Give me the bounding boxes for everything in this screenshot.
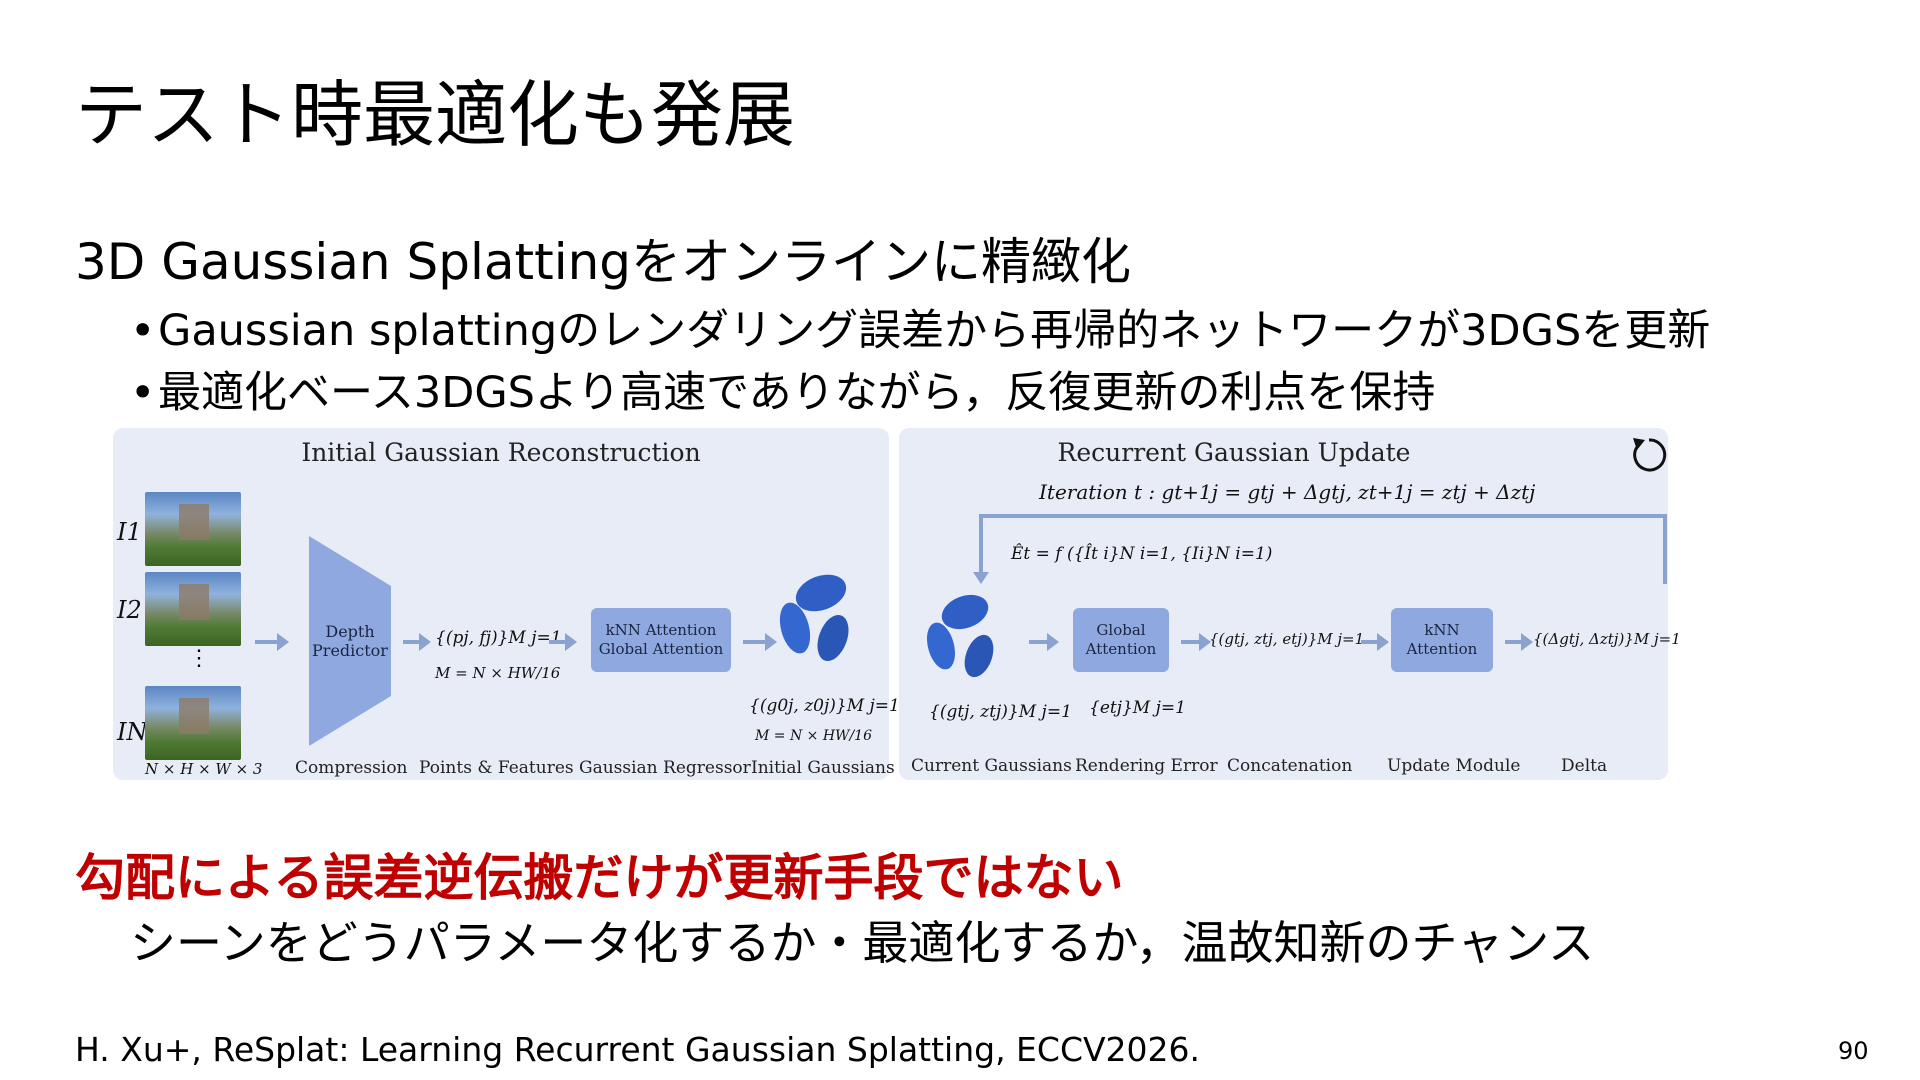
arrow-icon [1029, 633, 1059, 651]
global-attention-box: Global Attention [1073, 608, 1169, 672]
refresh-icon [1633, 438, 1667, 472]
feedback-line-left [979, 514, 983, 574]
arrow-icon [1361, 633, 1389, 651]
arrow-icon [1181, 633, 1211, 651]
caption-points-features: Points & Features [419, 758, 574, 778]
knn-global-attention-box: kNN Attention Global Attention [591, 608, 731, 672]
arrow-icon [1505, 633, 1533, 651]
down-arrow-icon [973, 572, 989, 584]
math-concatenation: {(gtj, ztj, etj)}M j=1 [1209, 630, 1365, 648]
math-initial-gaussians: {(g0j, z0j)}M j=1 [749, 696, 900, 716]
math-points-features: {(pj, fj)}M j=1 [435, 628, 562, 648]
depth-predictor-trapezoid [309, 536, 391, 746]
input-image-1 [145, 492, 241, 566]
slide-title: テスト時最適化も発展 [75, 73, 796, 157]
math-m-count: M = N × HW/16 [435, 664, 561, 682]
right-panel-title: Recurrent Gaussian Update [1057, 438, 1411, 467]
input-label-2: I2 [117, 596, 142, 624]
input-label-1: I1 [117, 518, 142, 546]
input-label-n: IN [117, 718, 148, 746]
caption-initial-gaussians: Initial Gaussians [751, 758, 895, 778]
ellipsis-icon: ⋮ [188, 646, 210, 671]
arrow-icon [743, 633, 777, 651]
architecture-figure: Initial Gaussian Reconstruction I1 I2 IN… [113, 428, 1681, 780]
slide-heading: 3D Gaussian Splattingをオンラインに精緻化 [75, 233, 1132, 291]
caption-update-module: Update Module [1387, 756, 1521, 776]
caption-compression: Compression [295, 758, 408, 778]
initial-reconstruction-panel: Initial Gaussian Reconstruction I1 I2 IN… [113, 428, 900, 780]
initial-gaussians-icon [779, 574, 849, 662]
current-gaussians-icon [926, 594, 994, 678]
depth-predictor-label: Depth Predictor [312, 622, 388, 660]
math-iteration-update: Iteration t : gt+1j = gtj + Δgtj, zt+1j … [1039, 480, 1536, 504]
caption-gaussian-regressor: Gaussian Regressor [579, 758, 751, 778]
caption-concatenation: Concatenation [1227, 756, 1353, 776]
subtext: シーンをどうパラメータ化するか・最適化するか，温故知新のチャンス [130, 916, 1595, 970]
math-rendering-error-fn: Êt = f ({Ît i}N i=1, {Ii}N i=1) [1011, 544, 1273, 564]
feedback-line-right [1663, 514, 1667, 584]
math-initial-m: M = N × HW/16 [755, 728, 872, 744]
input-shape: N × H × W × 3 [145, 760, 263, 778]
bullet-list: Gaussian splattingのレンダリング誤差から再帰的ネットワークが3… [130, 300, 1710, 424]
page-number: 90 [1838, 1037, 1869, 1065]
caption-rendering-error: Rendering Error [1075, 756, 1218, 776]
emphasis-text: 勾配による誤差逆伝搬だけが更新手段ではない [75, 849, 1124, 907]
caption-current-gaussians: Current Gaussians [911, 756, 1072, 776]
math-rendering-error: {etj}M j=1 [1089, 698, 1186, 718]
math-current-gaussians: {(gtj, ztj)}M j=1 [929, 702, 1072, 722]
input-image-n [145, 686, 241, 760]
feedback-line-top [979, 514, 1667, 518]
knn-attention-box: kNN Attention [1391, 608, 1493, 672]
arrow-icon [549, 633, 577, 651]
input-image-2 [145, 572, 241, 646]
bullet-item: Gaussian splattingのレンダリング誤差から再帰的ネットワークが3… [130, 300, 1710, 362]
left-panel-title: Initial Gaussian Reconstruction [301, 438, 701, 467]
recurrent-update-panel: Recurrent Gaussian Update Iteration t : … [899, 428, 1681, 780]
arrow-icon [403, 633, 431, 651]
caption-delta: Delta [1561, 756, 1608, 776]
citation: H. Xu+, ReSplat: Learning Recurrent Gaus… [75, 1030, 1201, 1069]
math-delta: {(Δgtj, Δztj)}M j=1 [1533, 630, 1681, 648]
arrow-icon [255, 633, 289, 651]
bullet-item: 最適化ベース3DGSより高速でありながら，反復更新の利点を保持 [130, 362, 1710, 424]
